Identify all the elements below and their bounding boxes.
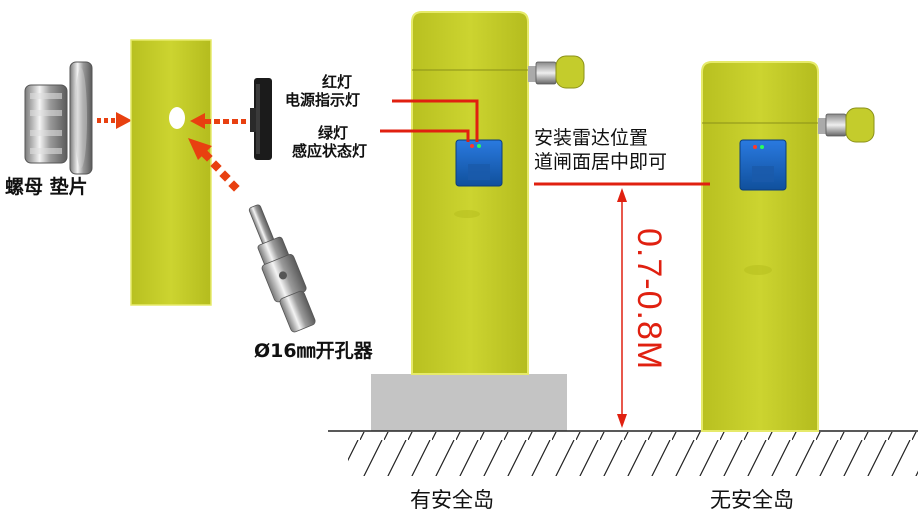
without-island-caption: 无安全岛 xyxy=(710,488,794,512)
hole-saw-tool xyxy=(248,204,316,333)
safety-island xyxy=(371,374,567,431)
plate-hole xyxy=(169,107,185,129)
ground-hatching xyxy=(348,432,918,476)
with-island-caption: 有安全岛 xyxy=(410,488,494,512)
hole-saw-label: Ø16㎜开孔器 xyxy=(254,340,373,362)
arrow-holesaw-to-hole xyxy=(188,138,240,192)
mounting-plate xyxy=(130,39,212,306)
green-light-leader xyxy=(380,129,470,142)
nut-washer-label: 螺母 垫片 xyxy=(5,176,88,198)
red-light-label: 红灯 xyxy=(322,73,353,91)
arrow-radar-to-hole xyxy=(190,113,246,129)
height-range-label: 0.7-0.8M xyxy=(630,228,668,371)
power-indicator-label: 电源指示灯 xyxy=(285,91,361,109)
arrow-nut-to-plate xyxy=(97,112,132,129)
nut-washer-illustration xyxy=(24,61,93,175)
barrier-post-with-island xyxy=(411,11,585,375)
install-position-line1: 安装雷达位置 xyxy=(534,127,649,149)
green-light-label: 绿灯 xyxy=(318,124,349,142)
barrier-post-without-island xyxy=(701,61,875,432)
radar-sensor-side xyxy=(250,78,272,160)
red-light-leader xyxy=(392,99,479,142)
install-position-line2: 道闸面居中即可 xyxy=(534,151,668,173)
height-dimension-arrow xyxy=(617,188,627,428)
sensing-status-label: 感应状态灯 xyxy=(292,142,368,160)
